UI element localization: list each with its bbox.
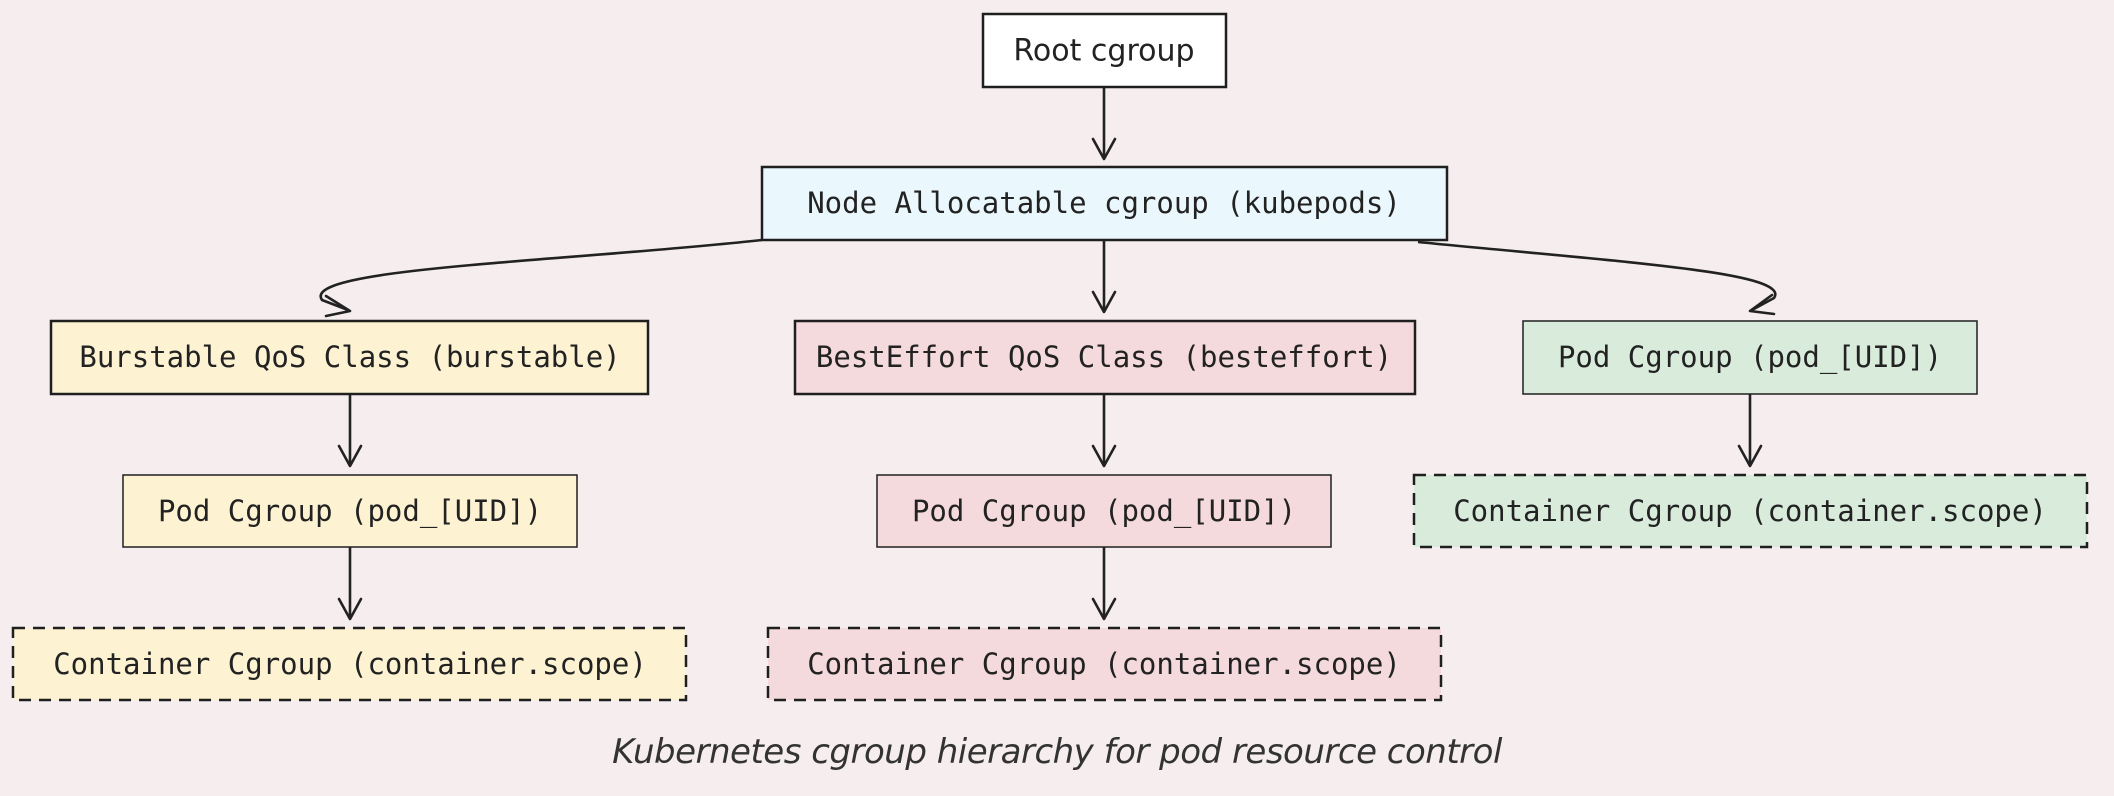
node-root-box [981,12,1228,89]
edge-kubepods-to-besteffort [1091,240,1117,314]
node-pod-guaranteed: Pod Cgroup (pod_[UID]) [1522,320,1978,395]
node-besteffort-qos: BestEffort QoS Class (besteffort) [793,319,1417,396]
edge-pod-to-container-guaranteed [1737,394,1763,468]
node-pod-burstable-label: Pod Cgroup (pod_[UID]) [158,494,542,529]
node-pod-burstable-box [122,474,578,548]
node-container-burstable-label: Container Cgroup (container.scope) [53,647,647,681]
edge-burstable-to-pod [337,394,363,468]
node-container-burstable: Container Cgroup (container.scope) [11,626,688,702]
node-pod-besteffort: Pod Cgroup (pod_[UID]) [876,474,1332,548]
edge-pod-to-container-besteffort [1091,547,1117,621]
node-root-label: Root cgroup [1013,34,1194,69]
edge-besteffort-to-pod [1091,394,1117,468]
node-burstable-box [49,319,650,396]
node-container-burstable-box [11,626,688,702]
edges [319,87,1777,621]
node-kubepods-cgroup: Node Allocatable cgroup (kubepods) [760,165,1449,242]
node-container-guaranteed-box [1412,473,2089,549]
edge-pod-to-container-burstable [337,547,363,621]
diagram-caption: Kubernetes cgroup hierarchy for pod reso… [612,732,1502,772]
edge-kubepods-to-pod-guaranteed [1417,240,1777,316]
node-pod-burstable: Pod Cgroup (pod_[UID]) [122,474,578,548]
node-kubepods-label: Node Allocatable cgroup (kubepods) [807,186,1401,220]
edge-kubepods-to-burstable [319,238,763,318]
node-burstable-qos: Burstable QoS Class (burstable) [49,319,650,396]
node-kubepods-box [760,165,1449,242]
node-container-besteffort-box [766,626,1443,702]
node-container-besteffort-label: Container Cgroup (container.scope) [807,647,1401,681]
node-pod-besteffort-label: Pod Cgroup (pod_[UID]) [912,494,1296,529]
node-burstable-label: Burstable QoS Class (burstable) [79,340,620,374]
node-pod-guaranteed-box [1522,320,1978,395]
node-pod-guaranteed-label: Pod Cgroup (pod_[UID]) [1558,340,1942,375]
node-besteffort-box [793,319,1417,396]
node-container-guaranteed: Container Cgroup (container.scope) [1412,473,2089,549]
node-container-guaranteed-label: Container Cgroup (container.scope) [1453,494,2047,528]
node-besteffort-label: BestEffort QoS Class (besteffort) [816,340,1392,374]
edge-root-to-kubepods [1091,87,1117,161]
node-root-cgroup: Root cgroup [981,12,1228,89]
node-container-besteffort: Container Cgroup (container.scope) [766,626,1443,702]
node-pod-besteffort-box [876,474,1332,548]
